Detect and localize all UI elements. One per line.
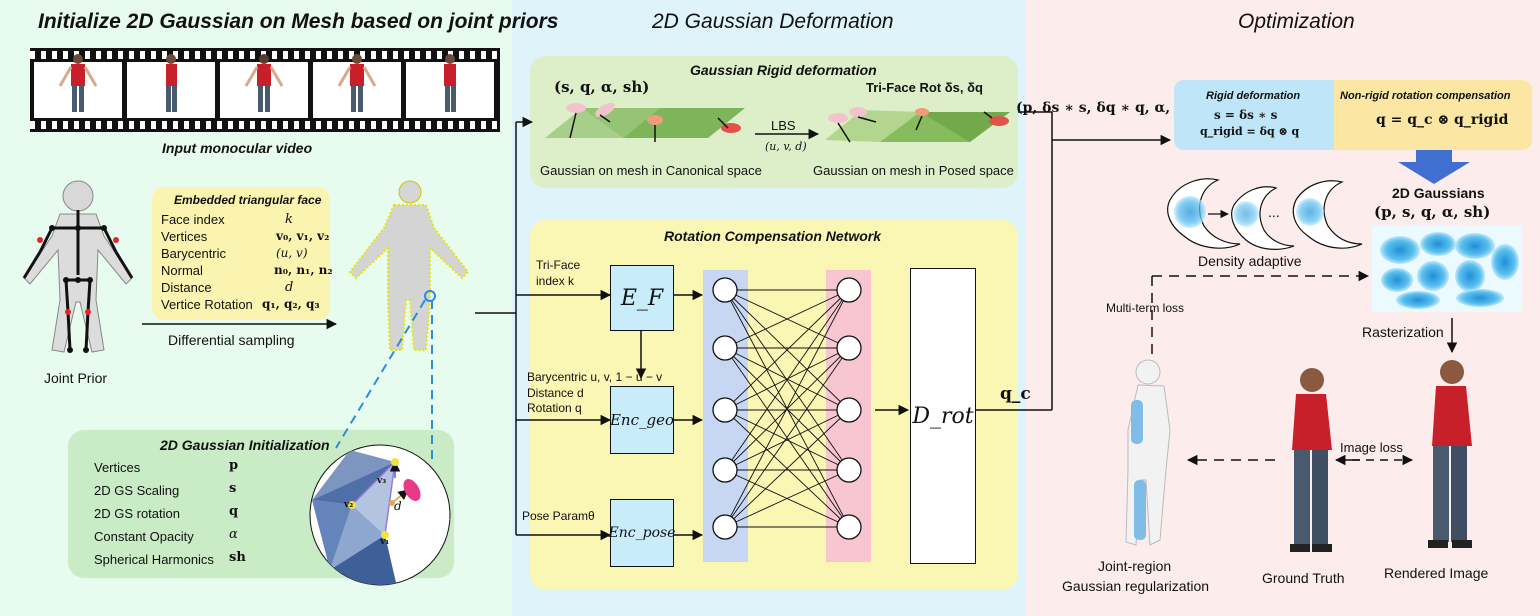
trifacerot-label: Tri-Face Rot δs, δq [866,80,983,95]
face-row: Vertices [161,229,208,244]
init-row-value: p [229,458,239,473]
init-row-value: s [229,481,237,496]
init-row: Constant Opacity [94,529,194,544]
qc-label: q_c [1000,384,1031,404]
image-loss-label: Image loss [1340,440,1403,455]
init-row: Vertices [94,460,141,475]
density-crescents [1167,178,1363,250]
vertex-v3-label: v₃ [377,476,387,486]
joint-prior-label: Joint Prior [44,370,108,386]
face-row-value: v₀, v₁, v₂ [276,229,330,243]
rotation-label: Rotation q [527,401,582,415]
joint-region-label-2: Gaussian regularization [1062,578,1210,594]
multi-term-label: Multi-term loss [1106,301,1185,315]
init-row-value: q [229,504,239,519]
joint-region-label-1: Joint-region [1098,558,1172,574]
rigid-eq-2: q_rigid = δq ⊗ q [1200,125,1300,138]
left-title: Initialize 2D Gaussian on Mesh based on … [38,10,559,33]
pose-label: Pose Paramθ [522,509,595,523]
joint-region-body [1125,359,1171,546]
init-row-value: α [229,527,238,542]
face-row-value: d [285,280,294,295]
enc-pose-label: Enc_pose [608,525,676,541]
face-box-title: Embedded triangular face [174,193,322,207]
enc-geo-label: Enc_geo [609,411,675,429]
nonrigid-eq-box [1334,80,1532,150]
init-row: Spherical Harmonics [94,552,214,567]
ground-truth-label: Ground Truth [1262,570,1345,586]
canonical-mesh [545,103,745,142]
face-row: Barycentric [161,246,227,261]
rigid-eq-1: s = δs ∗ s [1214,108,1278,122]
output-tuple: (p, δs ∗ s, δq ∗ q, α, sh) [1016,100,1200,116]
rendered-person [1428,360,1472,548]
d-rot-label: D_rot [912,403,974,429]
posed-label: Gaussian on mesh in Posed space [813,163,1014,178]
video-caption: Input monocular video [162,140,313,156]
lbs-label: LBS [771,118,796,133]
gaussians-title: 2D Gaussians [1392,185,1485,201]
vertex-v2-label: v₂ [344,500,354,510]
mesh-body [348,180,470,351]
bary-label: Barycentric u, v, 1 − u − v [527,370,663,384]
face-row: Vertice Rotation [161,297,253,312]
vertex-v1-label: v₁ [380,537,390,547]
init-row: 2D GS Scaling [94,483,180,498]
nonrigid-eq: q = q_c ⊗ q_rigid [1376,112,1509,128]
enc-pose-block: Enc_pose [608,499,676,567]
video-frames-people [58,54,456,112]
face-row-value: k [285,212,293,227]
density-label: Density adaptive [1198,253,1302,269]
network-connections [724,289,850,528]
rigid-params: (s, q, α, sh) [554,78,650,96]
rcn-title: Rotation Compensation Network [664,228,882,244]
d-rot-block: D_rot [910,268,976,564]
enc-geo-block: Enc_geo [610,386,674,454]
rasterization-label: Rasterization [1362,324,1444,340]
face-row-value: (u, v) [276,246,308,260]
ef-label: E_F [620,285,664,311]
face-row: Normal [161,263,203,278]
uvd-label: (u, v, d) [765,140,807,153]
face-row-value: n₀, n₁, n₂ [274,263,333,277]
ground-truth-person [1290,368,1332,552]
middle-title: 2D Gaussian Deformation [652,10,894,33]
video-filmstrip [30,48,500,132]
face-row: Distance [161,280,212,295]
init-row: 2D GS rotation [94,506,180,521]
distance-d-label: d [394,499,402,513]
gaussians-tuple: (p, s, q, α, sh) [1374,203,1491,221]
trif-face-line1: Tri-Face [536,258,581,272]
ellipsis-label: ... [1268,204,1280,220]
gaussian-splats [1372,226,1522,312]
posed-mesh [825,107,1010,143]
init-row-value: sh [229,550,246,565]
zoom-circle [309,444,451,586]
canonical-label: Gaussian on mesh in Canonical space [540,163,762,178]
nonrigid-eq-title: Non-rigid rotation compensation [1340,90,1511,102]
rigid-title: Gaussian Rigid deformation [690,62,877,78]
distance-label: Distance d [527,386,584,400]
trif-face-line2: index k [536,274,575,288]
rigid-eq-box [1174,80,1334,150]
rigid-eq-title: Rigid deformation [1206,90,1301,102]
face-row: Face index [161,212,225,227]
embedded-face-box [152,187,330,320]
diff-sampling-label: Differential sampling [168,332,295,348]
ef-block: E_F [610,265,674,331]
rendered-label: Rendered Image [1384,565,1489,581]
face-row-value: q₁, q₂, q₃ [262,297,320,311]
init-box-title: 2D Gaussian Initialization [160,437,330,453]
joint-prior-body [22,180,134,353]
right-title: Optimization [1238,10,1355,33]
